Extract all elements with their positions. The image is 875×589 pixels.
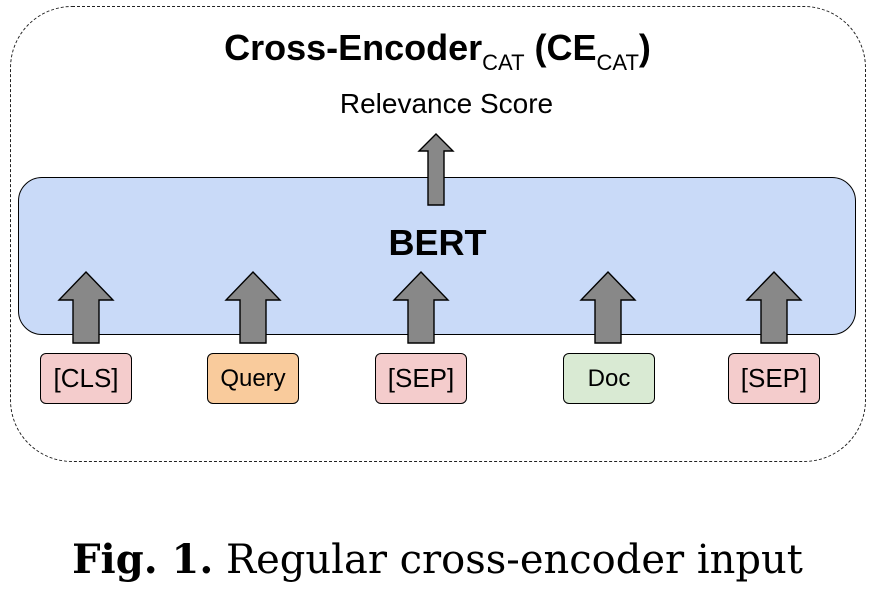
sep-arrow-icon xyxy=(392,270,450,344)
token-doc: Doc xyxy=(563,353,655,404)
title-abbrev-subscript: CAT xyxy=(596,50,639,75)
cls-arrow-icon xyxy=(57,270,115,344)
relevance-score-label: Relevance Score xyxy=(339,88,554,119)
token-sep: [SEP] xyxy=(375,353,467,404)
token-query: Query xyxy=(207,353,299,404)
title-main-subscript: CAT xyxy=(482,50,525,75)
model-frame xyxy=(10,6,866,462)
title-close-paren: ) xyxy=(638,27,651,68)
figure-caption: Fig. 1. Regular cross-encoder input xyxy=(0,536,875,583)
doc-arrow-icon xyxy=(579,270,637,344)
output-arrow-icon xyxy=(417,133,455,206)
title-main: Cross-Encoder xyxy=(224,27,483,68)
token-cls: [CLS] xyxy=(40,353,132,404)
token-sep-end: [SEP] xyxy=(728,353,820,404)
bert-label: BERT xyxy=(388,222,487,263)
query-arrow-icon xyxy=(224,270,282,344)
diagram-title: Cross-EncoderCAT (CECAT) xyxy=(0,27,875,74)
figure-label: Fig. 1. xyxy=(72,536,214,583)
figure-caption-text: Regular cross-encoder input xyxy=(226,537,803,583)
title-abbrev: (CE xyxy=(534,27,597,68)
sep-end-arrow-icon xyxy=(745,270,803,344)
